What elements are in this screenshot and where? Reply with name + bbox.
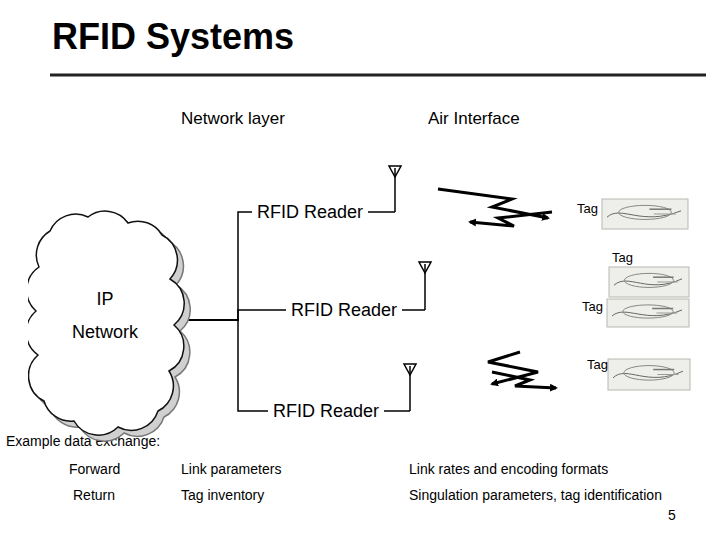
reader-box: RFID Reader: [252, 201, 368, 223]
table-cell: Tag inventory: [181, 487, 264, 503]
column-heading: Air Interface: [428, 109, 520, 129]
reader-label: RFID Reader: [273, 401, 379, 421]
tag-print: [656, 313, 677, 314]
tag-print: [653, 276, 674, 278]
network-link: [179, 310, 286, 320]
tag-image: [601, 198, 689, 230]
tag-coil: [619, 205, 672, 219]
tag-label: Tag: [582, 300, 603, 314]
cloud-text: IP Network: [50, 283, 160, 349]
tag-print: [652, 308, 673, 310]
tag-card: [608, 359, 690, 390]
cloud-shape: [28, 211, 184, 435]
slide-title: RFID Systems: [52, 16, 294, 58]
tag-card: [609, 267, 689, 297]
reader-box: RFID Reader: [268, 400, 384, 422]
tag-box: Tag: [578, 298, 690, 330]
title-rule: [50, 74, 706, 77]
tag-card: [602, 199, 688, 229]
tag-label: Tag: [577, 202, 598, 216]
tag-image: [606, 298, 690, 328]
reader-label: RFID Reader: [257, 202, 363, 222]
tag-print: [654, 214, 676, 215]
table-cell: Forward: [69, 461, 120, 477]
column-heading: Network layer: [181, 109, 285, 129]
table-cell: Return: [73, 487, 115, 503]
tag-print: [657, 374, 678, 375]
tag-print: [653, 369, 674, 371]
tag-image: [607, 358, 691, 391]
tag-coil: [624, 366, 674, 381]
reader-box: RFID Reader: [286, 299, 402, 321]
tag-coil: [624, 273, 673, 287]
network-link: [179, 320, 268, 411]
tag-label: Tag: [587, 358, 608, 372]
table-cell: Singulation parameters, tag identificati…: [409, 487, 662, 503]
table-cell: Link rates and encoding formats: [409, 461, 608, 477]
tag-print: [649, 208, 671, 210]
radio-bolt: [470, 212, 552, 226]
tag-print: [657, 282, 678, 283]
radio-bolt: [492, 372, 556, 388]
tag-antenna: [607, 211, 681, 217]
tag-label: Tag: [612, 251, 633, 265]
table-cell: Link parameters: [181, 461, 281, 477]
tag-box: Tag: [585, 358, 690, 392]
network-cloud: IP Network: [28, 205, 185, 435]
reader-label: RFID Reader: [291, 300, 397, 320]
tag-card: [607, 299, 689, 327]
tag-box: Tag: [575, 198, 690, 231]
tag-box: Tag: [606, 251, 692, 299]
tag-image: [608, 266, 690, 298]
page-number: 5: [668, 507, 676, 523]
tag-coil: [623, 305, 673, 318]
